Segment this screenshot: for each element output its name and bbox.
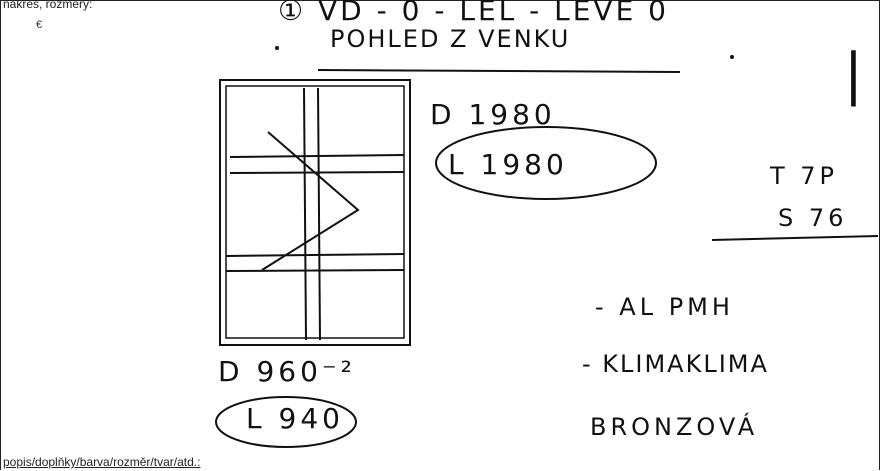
single-stroke-mark: | <box>844 42 863 107</box>
mullion-left <box>303 87 307 341</box>
transom-lower-1 <box>225 253 405 257</box>
header-label: nakres, rozmery: <box>3 0 93 11</box>
heading-line-1: ① VD - 0 - LEL - LEVE 0 <box>278 0 669 27</box>
dot-mark <box>275 46 279 50</box>
code-line-1: T 7P <box>770 162 839 190</box>
dim-top-l: L 1980 <box>448 148 568 181</box>
circle-l1980 <box>435 126 657 200</box>
transom-lower-2 <box>225 269 405 272</box>
window-inner-frame <box>225 85 405 339</box>
heading-line-2: POHLED Z VENKU <box>330 25 571 53</box>
circle-l940 <box>215 396 357 448</box>
spec-line-3: BRONZOVÁ <box>590 413 759 441</box>
footer-label: popis/doplňky/barva/rozměr/tvar/atd.: <box>3 455 201 469</box>
opening-triangle <box>261 131 360 271</box>
spec-line-1: - AL PMH <box>595 293 734 321</box>
dim-bottom-l: L 940 <box>246 402 344 435</box>
spec-line-2: - KLIMAKLIMA <box>582 350 769 378</box>
window-outer-frame <box>219 79 411 346</box>
code-line-2: S 76 <box>778 204 848 232</box>
dim-top-d: D 1980 <box>430 98 556 131</box>
code-underline <box>711 235 879 241</box>
bullet-mark: € <box>36 19 43 31</box>
dot-mark-2 <box>730 55 734 59</box>
heading-underline <box>317 69 681 73</box>
transom-upper-2 <box>229 171 405 174</box>
dim-bottom-d: D 960⁻² <box>218 355 356 388</box>
transom-upper-1 <box>229 154 405 158</box>
mullion-right <box>317 87 321 341</box>
